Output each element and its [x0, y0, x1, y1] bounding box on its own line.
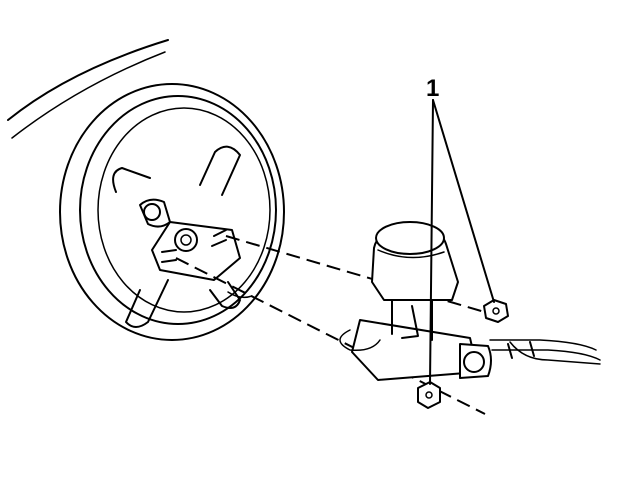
callout-label: 1: [426, 75, 439, 102]
master-cylinder: [339, 221, 601, 381]
alignment-lines: [175, 235, 506, 415]
mounting-nut-upper: [483, 299, 509, 323]
fender-edge: [7, 39, 169, 139]
mounting-nut-lower: [417, 381, 441, 409]
brake-booster: [59, 83, 285, 341]
callout-leaders: [429, 99, 495, 385]
